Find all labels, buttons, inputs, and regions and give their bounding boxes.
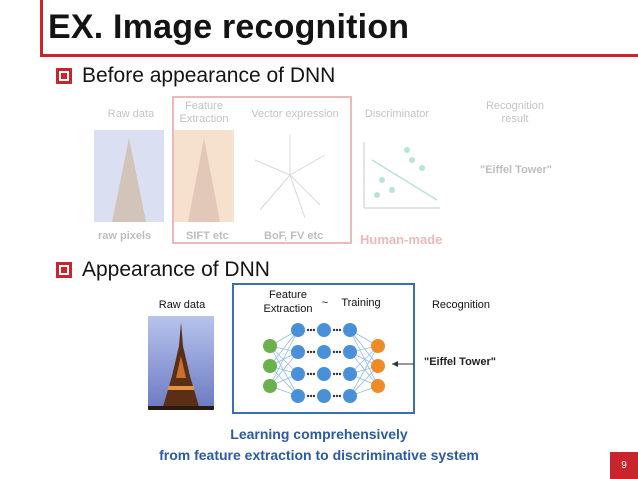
dnn-raw-data-label: Raw data — [150, 298, 214, 312]
old-output-label: "Eiffel Tower" — [480, 164, 552, 176]
discriminator-scatter-graphic — [362, 140, 442, 210]
page-number: 9 — [610, 452, 638, 479]
eiffel-tower-photo — [148, 316, 214, 410]
old-discriminator-label: Discriminator — [352, 108, 442, 121]
caption-line-2: from feature extraction to discriminativ… — [0, 447, 638, 463]
old-raw-tower-image — [94, 130, 164, 222]
old-recognition-result-label: Recognition result — [470, 100, 560, 126]
dnn-output-label: "Eiffel Tower" — [424, 356, 496, 368]
neural-network-diagram — [240, 314, 440, 414]
raw-pixels-label: raw pixels — [98, 230, 151, 242]
bullet-after-text: Appearance of DNN — [82, 258, 270, 282]
human-made-box — [172, 96, 352, 244]
recognition-label: Recognition — [424, 298, 498, 312]
bullet-appearance-dnn: Appearance of DNN — [56, 258, 270, 282]
old-raw-data-label: Raw data — [96, 108, 166, 121]
caption-line-1: Learning comprehensively — [0, 426, 638, 442]
human-made-label: Human-made — [360, 232, 442, 247]
bullet-square-icon — [56, 262, 72, 278]
